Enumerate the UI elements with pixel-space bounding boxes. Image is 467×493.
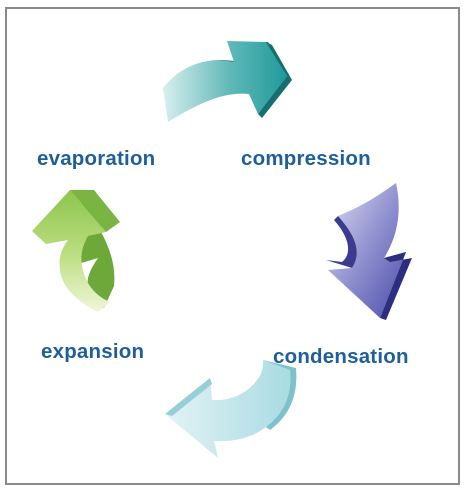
condensation-arrow: [326, 183, 412, 320]
expansion-arrow: [165, 360, 296, 458]
compression-arrow: [163, 41, 292, 122]
evaporation-label: evaporation: [37, 149, 155, 170]
expansion-label: expansion: [41, 342, 144, 363]
evaporation-arrow: [32, 190, 120, 312]
condensation-label: condensation: [273, 347, 409, 368]
compression-label: compression: [241, 149, 371, 170]
